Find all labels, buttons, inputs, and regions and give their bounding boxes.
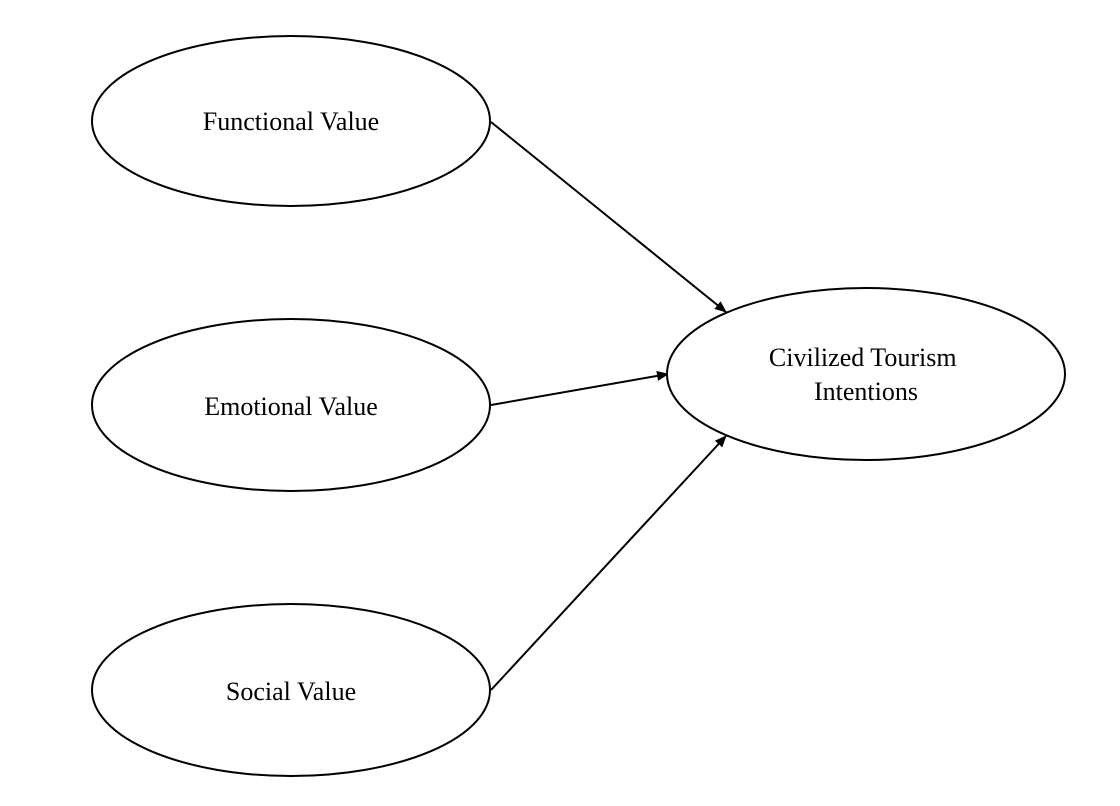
node-ellipse	[666, 287, 1066, 461]
node-ellipse	[91, 35, 491, 207]
node-label-line: Intentions	[814, 377, 918, 406]
node-ellipse	[91, 318, 491, 492]
edge-social-to-intentions	[490, 435, 727, 691]
node-label-line: Functional Value	[203, 107, 379, 136]
node-label: Emotional Value	[204, 392, 378, 421]
node-label-line: Social Value	[226, 677, 356, 706]
node-ellipse	[91, 603, 491, 777]
node-civilized-tourism-intentions: Civilized Tourism Intentions	[666, 287, 1066, 461]
edge-functional-to-intentions	[490, 121, 727, 313]
node-functional-value: Functional Value	[91, 35, 491, 207]
node-label-line: Civilized Tourism	[769, 343, 957, 372]
node-emotional-value: Emotional Value	[91, 318, 491, 492]
node-label-line: Emotional Value	[204, 392, 378, 421]
node-social-value: Social Value	[91, 603, 491, 777]
node-label: Functional Value	[203, 107, 379, 136]
edges	[490, 121, 727, 691]
node-label: Civilized Tourism Intentions	[769, 343, 963, 406]
node-label: Social Value	[226, 677, 356, 706]
edge-emotional-to-intentions	[490, 370, 669, 406]
